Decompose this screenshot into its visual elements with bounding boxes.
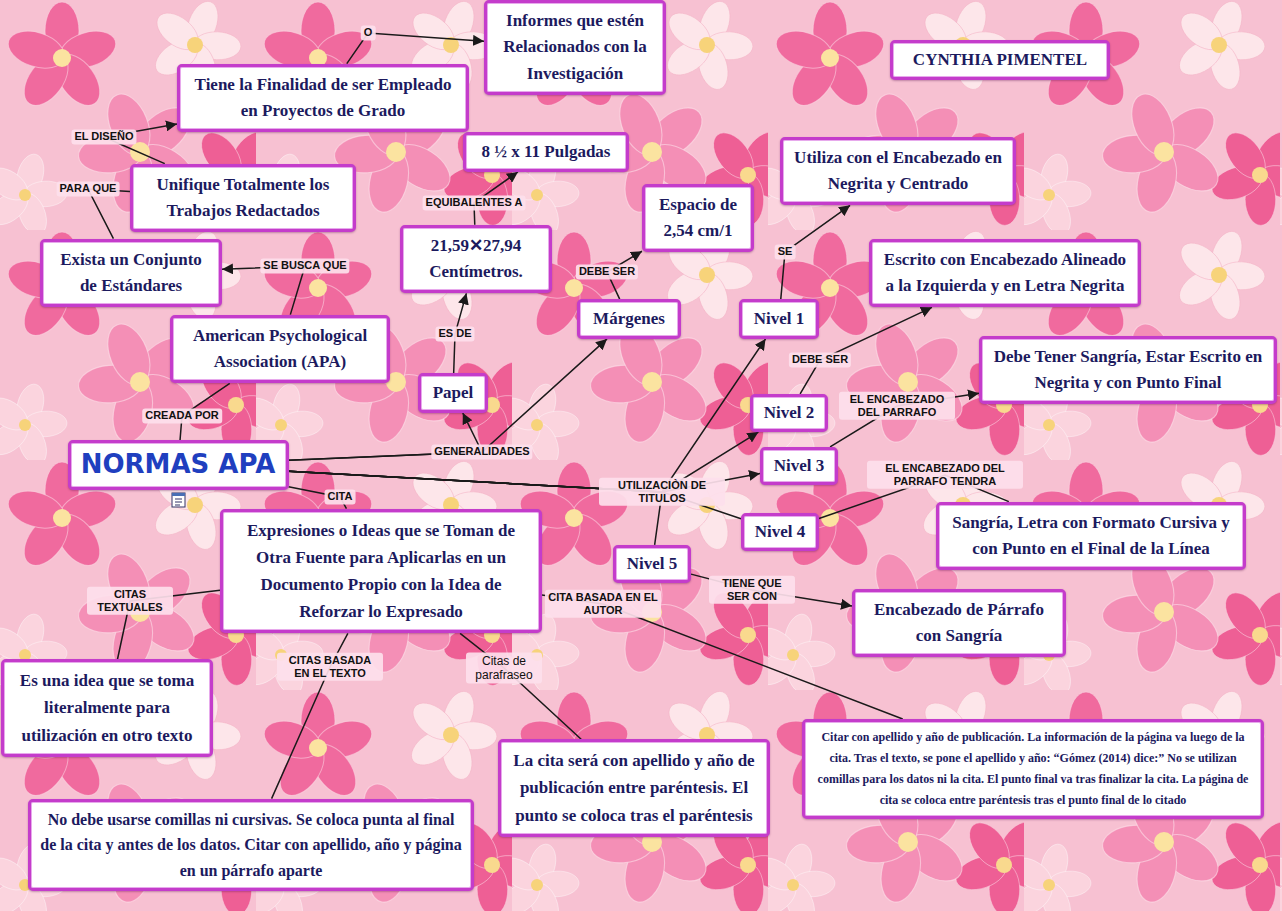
box-text: American Psychological Association (APA) [181,323,379,376]
connector-line [691,574,852,606]
box-text: No debe usarse comillas ni cursivas. Se … [39,807,463,884]
link-label: EL ENCABEZADO DEL PARRAFO [839,392,955,420]
connector-line [460,633,581,739]
link-label: ES DE [435,326,474,341]
box-text: 8 ½ x 11 Pulgadas [474,140,618,164]
concept-box: Sangría, Letra con Formato Cursiva y con… [936,502,1246,571]
box-text: Unifique Totalmente los Trabajos Redacta… [141,172,345,225]
box-text: Es una idea que se toma literalmente par… [12,667,202,749]
concept-box: American Psychological Association (APA) [170,315,390,384]
concept-box: Expresiones o Ideas que se Toman de Otra… [220,509,542,634]
concept-box: Citar con apellido y año de publicación.… [802,719,1264,819]
link-label: EL ENCABEZADO DEL PARRAFO TENDRA [867,461,1023,489]
concept-box: Escrito con Encabezado Alineado a la Izq… [869,239,1141,308]
concept-box: 8 ½ x 11 Pulgadas [463,132,629,172]
concept-box: Unifique Totalmente los Trabajos Redacta… [130,164,356,233]
link-label: UTILIZACIÒN DE TITULOS [599,478,725,506]
box-text: Escrito con Encabezado Alineado a la Izq… [880,247,1130,300]
box-text: Nivel 3 [771,455,827,477]
concept-box: Informes que estén Relacionados con la I… [484,0,666,95]
box-text: Papel [429,381,477,405]
box-text: Nivel 1 [750,307,808,331]
connector-line [88,189,130,239]
link-label: CREADA POR [142,408,222,423]
concept-box: Tiene la Finalidad de ser Empleado en Pr… [177,64,469,133]
link-label: CITAS TEXTUALES [87,587,173,615]
box-text: Espacio de 2,54 cm/1 [653,192,743,245]
concept-box: Nivel 1 [739,299,819,339]
box-text: Citar con apellido y año de publicación.… [813,727,1253,811]
link-label: CITAS BASADA EN EL TEXTO [277,653,383,681]
concept-box: Espacio de 2,54 cm/1 [642,184,754,253]
concept-box: NORMAS APA [68,440,289,490]
link-label: TIENE QUE SER CON [709,576,795,604]
box-text: Tiene la Finalidad de ser Empleado en Pr… [188,72,458,125]
concept-box: Márgenes [577,299,681,339]
box-text: Nivel 4 [752,521,808,543]
box-text: 21,59✕27,94 Centímetros. [411,233,541,286]
concept-box: La cita será con apellido y año de publi… [498,739,770,837]
link-label: Citas de parafraseo [466,653,542,684]
concept-box: Nivel 4 [741,513,819,551]
link-label: CITA [325,489,356,504]
concept-box: No debe usarse comillas ni cursivas. Se … [28,799,474,892]
link-label: SE [775,244,796,259]
link-label: O [361,25,376,40]
concept-box: Encabezado de Párrafo con Sangría [852,589,1066,658]
link-label: DEBE SER [576,264,638,279]
box-text: Utiliza con el Encabezado en Negrita y C… [791,145,1005,198]
link-label: EL DISEÑO [71,129,136,144]
link-label: CITA BASADA EN EL AUTOR [545,590,661,618]
concept-box: Es una idea que se toma literalmente par… [1,659,213,757]
box-text: Márgenes [588,307,670,331]
box-text: Debe Tener Sangría, Estar Escrito en Neg… [990,344,1266,397]
box-text: La cita será con apellido y año de publi… [509,747,759,829]
concept-box: Nivel 3 [760,447,838,485]
concept-box: Utiliza con el Encabezado en Negrita y C… [780,137,1016,206]
box-text: Nivel 2 [761,402,817,424]
connector-line [800,307,932,394]
box-text: Informes que estén Relacionados con la I… [495,8,655,87]
concept-box: Nivel 2 [750,394,828,432]
link-label: GENERALIDADES [431,444,532,459]
box-text: Encabezado de Párrafo con Sangría [863,597,1055,650]
link-label: EQUIBALENTES A [423,195,526,210]
box-text: CYNTHIA PIMENTEL [901,48,1099,72]
box-text: Sangría, Letra con Formato Cursiva y con… [947,510,1235,563]
concept-box: Papel [418,373,488,413]
link-label: SE BUSCA QUE [260,258,349,273]
concept-box: CYNTHIA PIMENTEL [890,40,1110,80]
box-text: Exista un Conjunto de Estándares [51,247,211,300]
box-text: Nivel 5 [624,553,680,575]
note-icon [172,493,185,507]
box-text: NORMAS APA [79,448,278,482]
box-text: Expresiones o Ideas que se Toman de Otra… [231,517,531,626]
link-label: PARA QUE [57,181,120,196]
concept-box: Exista un Conjunto de Estándares [40,239,222,308]
concept-box: Nivel 5 [613,545,691,583]
link-label: DEBE SER [789,352,851,367]
concept-box: 21,59✕27,94 Centímetros. [400,225,552,294]
concept-box: Debe Tener Sangría, Estar Escrito en Neg… [979,336,1277,405]
